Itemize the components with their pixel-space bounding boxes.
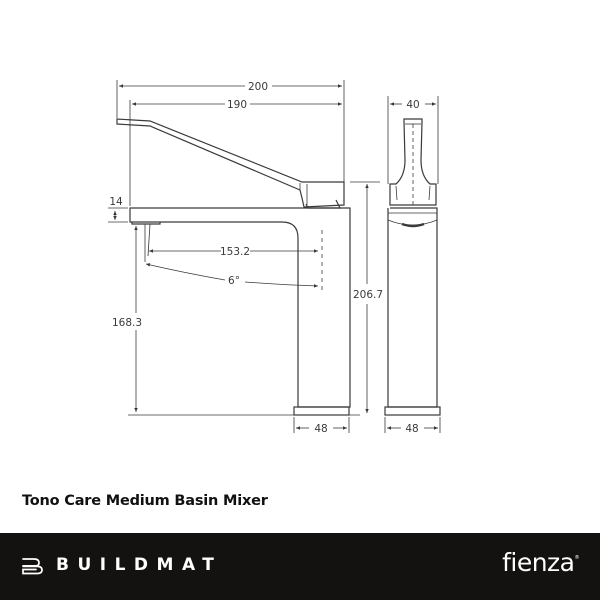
buildmat-logo-icon [22, 558, 43, 575]
registered-mark: ® [574, 555, 580, 561]
technical-drawing: 200 190 14 153.2 6° 168.3 206.7 48 40 48 [108, 80, 441, 435]
buildmat-brand: BUILDMAT [56, 555, 223, 575]
dim-200: 200 [248, 81, 268, 93]
dim-206-7: 206.7 [353, 289, 383, 301]
dim-14: 14 [109, 196, 123, 208]
base-plate-front [384, 406, 441, 416]
side-dimensions [108, 80, 380, 433]
dim-168-3: 168.3 [112, 317, 142, 329]
side-view [116, 118, 351, 416]
dim-48-side: 48 [314, 423, 327, 435]
fienza-brand: fienza® [502, 548, 579, 577]
side-dim-labels: 200 190 14 153.2 6° 168.3 206.7 48 [109, 81, 383, 435]
front-dimensions [384, 96, 441, 433]
base-plate [293, 406, 350, 416]
dim-190: 190 [227, 99, 247, 111]
front-view [384, 118, 441, 416]
lever-handle [116, 118, 345, 208]
dim-40: 40 [406, 99, 419, 111]
lever-front [389, 118, 437, 206]
front-dim-labels: 40 48 [405, 99, 419, 435]
fienza-wordmark: fienza [502, 548, 575, 577]
dim-48-front: 48 [405, 423, 418, 435]
dim-angle: 6° [228, 275, 240, 287]
footer-bar: BUILDMAT fienza® [0, 533, 600, 600]
spout-body [129, 207, 351, 408]
product-title: Tono Care Medium Basin Mixer [22, 493, 268, 509]
dim-153-2: 153.2 [220, 246, 250, 258]
